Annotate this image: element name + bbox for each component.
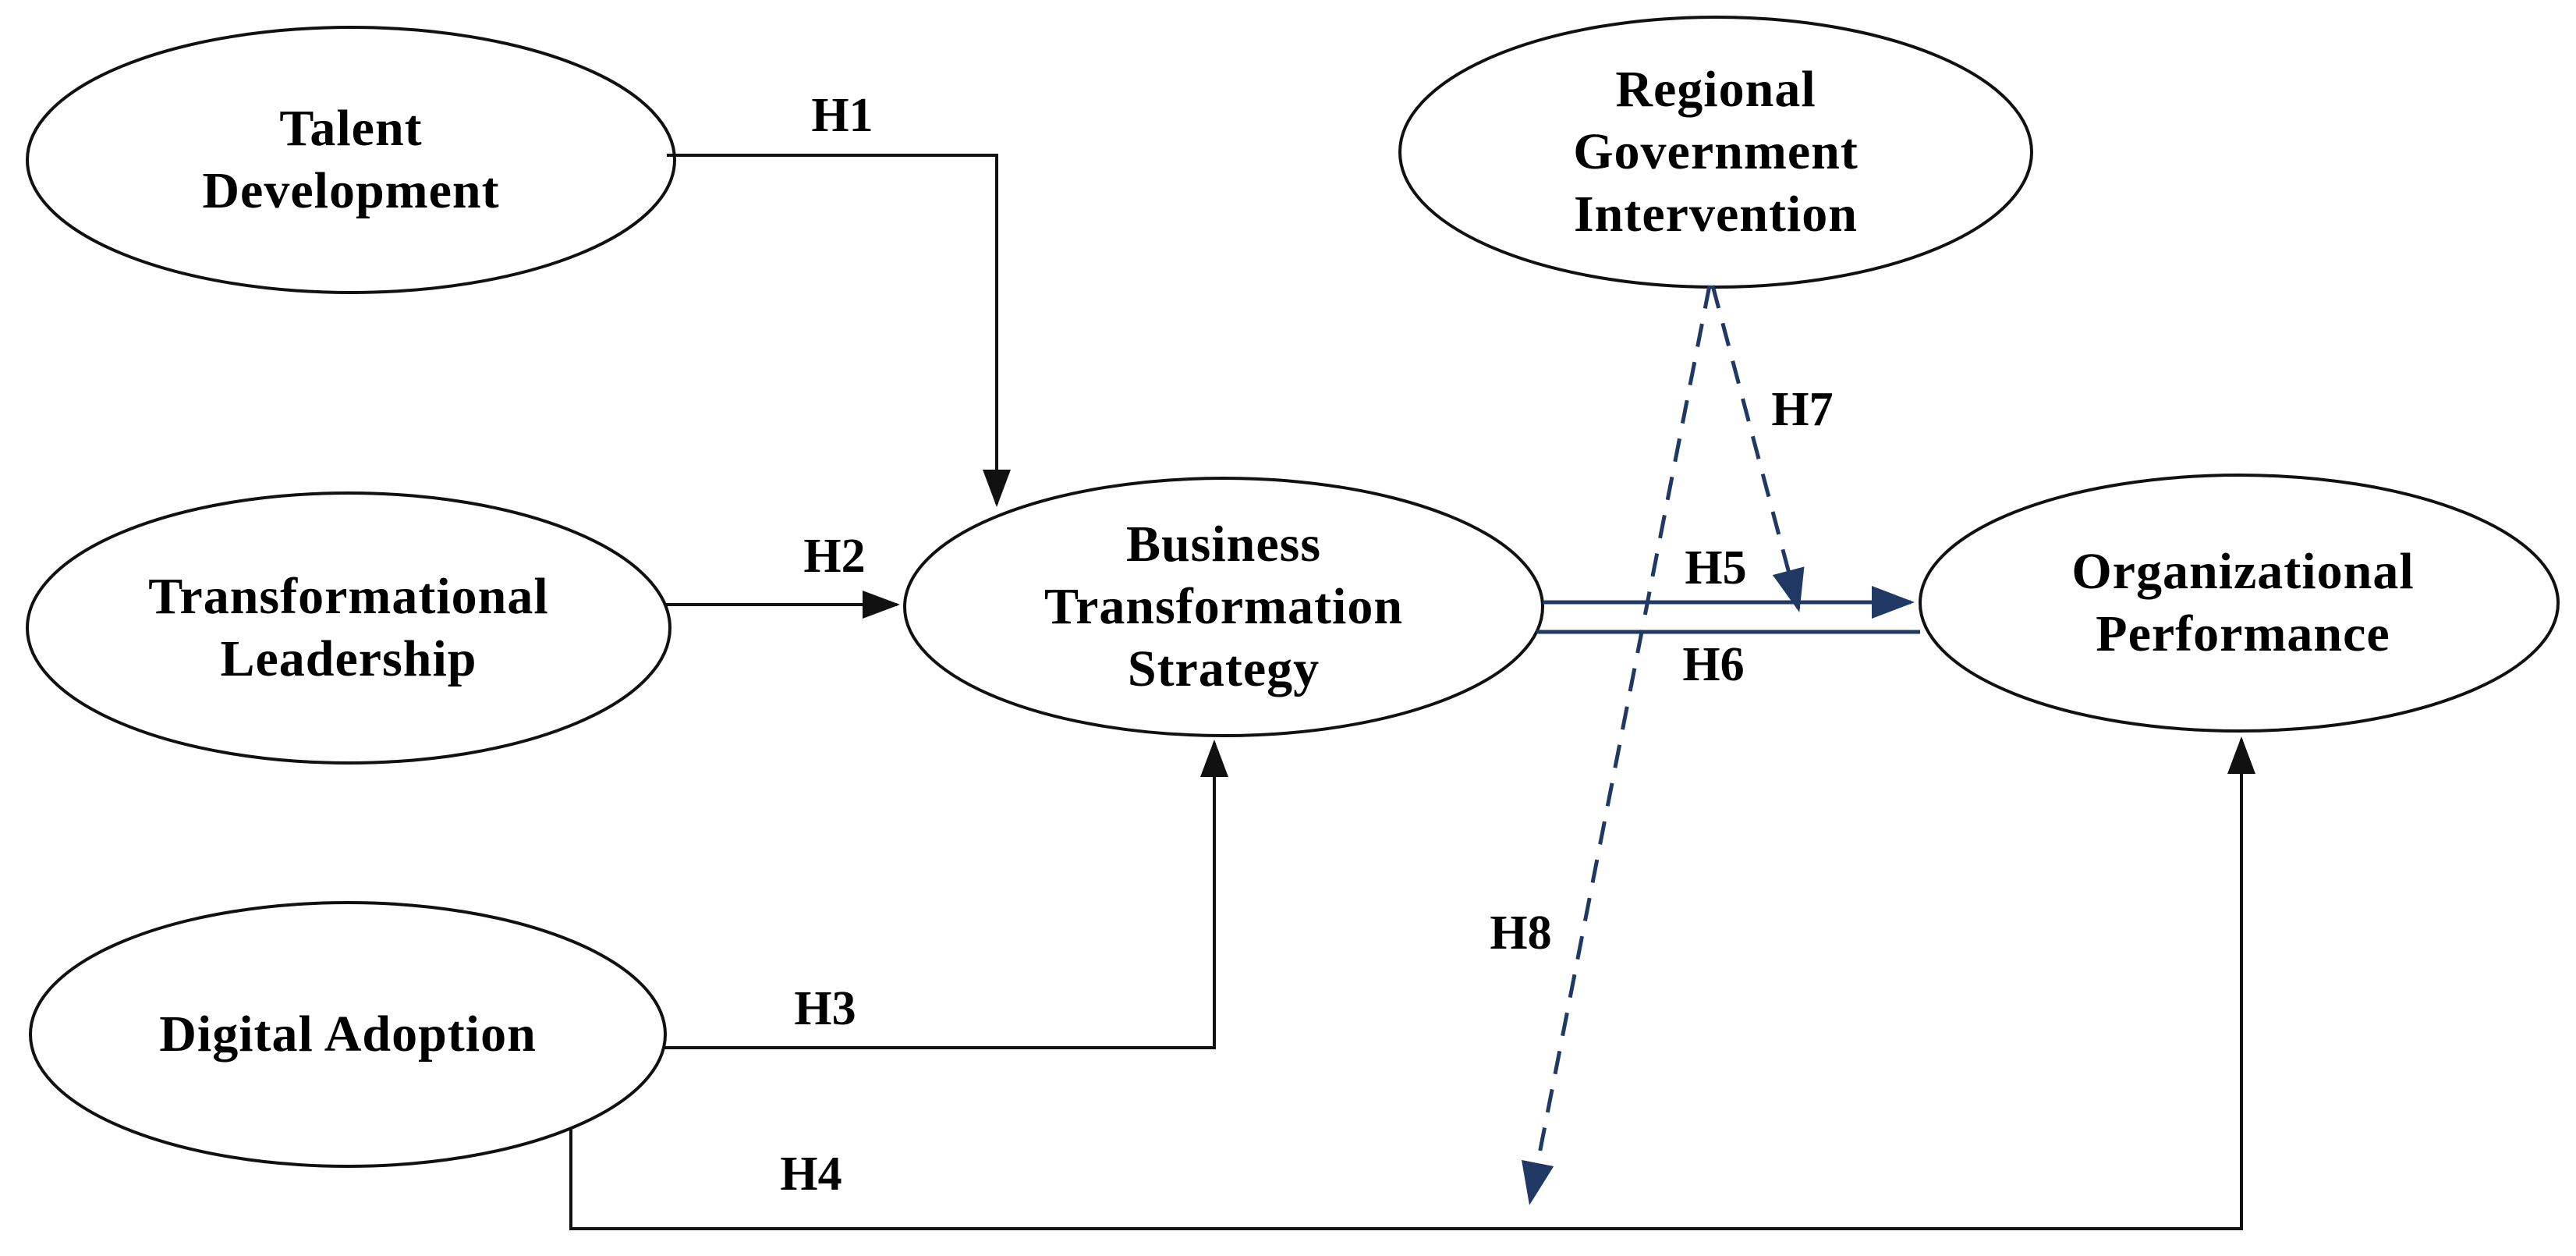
edge-h1-arrow — [667, 154, 1011, 507]
node-ellipse-organizational-performance — [1919, 474, 2560, 733]
node-label-line: Transformational — [148, 568, 549, 625]
node-label-line: Talent — [279, 100, 423, 157]
node-label-line: Organizational — [2071, 543, 2415, 600]
edge-label-h2: H2 — [803, 530, 866, 583]
edge-label-h8: H8 — [1490, 907, 1552, 960]
node-label-line: Government — [1573, 123, 1858, 180]
node-ellipse-regional-government-intervention — [1398, 16, 2033, 289]
node-label-organizational-performance: Organizational Performance — [1920, 475, 2566, 731]
node-label-line: Development — [202, 162, 500, 219]
node-label-line: Business — [1125, 516, 1322, 573]
edge-h8-dashed-arrow — [1522, 285, 1712, 1205]
node-label-business-transformation-strategy: Business Transformation Strategy — [905, 478, 1543, 736]
node-label-transformational-leadership: Transformational Leadership — [27, 493, 670, 763]
node-ellipse-business-transformation-strategy — [903, 477, 1544, 737]
node-label-line: Intervention — [1574, 186, 1858, 243]
edge-h7-dashed-arrow — [1710, 285, 1805, 612]
node-ellipse-talent-development — [26, 26, 676, 294]
node-label-digital-adoption: Digital Adoption — [30, 903, 665, 1166]
edge-label-h3: H3 — [794, 982, 856, 1035]
node-label-talent-development: Talent Development — [27, 27, 675, 293]
edge-label-h7: H7 — [1771, 383, 1834, 436]
edge-label-h4: H4 — [780, 1148, 842, 1201]
node-label-line: Regional — [1615, 61, 1816, 118]
node-label-line: Digital Adoption — [159, 1006, 537, 1063]
node-label-line: Leadership — [220, 630, 477, 687]
edge-label-h5: H5 — [1685, 541, 1747, 594]
edge-label-h6: H6 — [1682, 638, 1745, 691]
node-label-regional-government-intervention: Regional Government Intervention — [1400, 17, 2032, 287]
edge-h3-arrow — [664, 740, 1228, 1049]
edge-h4-arrow — [569, 736, 2255, 1230]
node-ellipse-digital-adoption — [29, 901, 667, 1168]
node-label-line: Performance — [2096, 605, 2390, 662]
node-ellipse-transformational-leadership — [26, 491, 671, 765]
node-label-line: Transformation — [1044, 578, 1404, 635]
node-label-line: Strategy — [1127, 640, 1320, 697]
edge-label-h1: H1 — [811, 89, 873, 142]
